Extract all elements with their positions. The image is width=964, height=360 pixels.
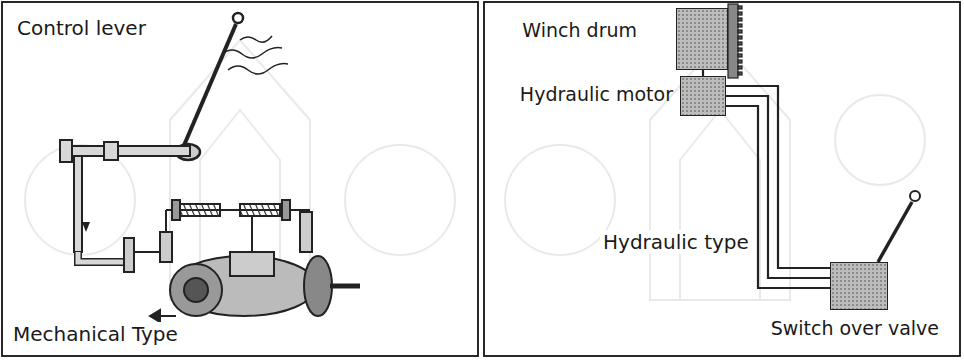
hydraulic-motor: Hydraulic motor: [680, 76, 726, 116]
gear-tooth: [738, 54, 742, 57]
gear-tooth: [738, 18, 742, 21]
gear: [728, 4, 742, 78]
gear-tooth: [738, 12, 742, 15]
transmission-assembly: [124, 200, 360, 322]
gear-tooth: [738, 6, 742, 9]
node-label: Winch drum: [522, 19, 637, 41]
panel-title: Hydraulic type: [600, 230, 752, 254]
gear-tooth: [738, 36, 742, 39]
gear-tooth: [738, 42, 742, 45]
gear-tooth: [738, 30, 742, 33]
part-name: Control lever: [14, 16, 149, 40]
switch-over-valve: Switch over valve: [830, 262, 888, 310]
winch-drum: Winch drum: [676, 8, 728, 70]
gear-tooth: [738, 48, 742, 51]
gear-tooth: [738, 24, 742, 27]
hydraulic-pipe: [726, 86, 830, 288]
watermark: [25, 40, 925, 300]
control-lever: [176, 13, 288, 160]
node-label: Hydraulic motor: [520, 83, 673, 105]
connector-line: [726, 106, 830, 288]
panel-frame: [484, 2, 960, 356]
panel-title: Mechanical Type: [10, 322, 181, 346]
valve-lever: [878, 191, 920, 262]
gear-tooth: [738, 66, 742, 69]
panel-frame: [2, 2, 478, 356]
gear-tooth: [738, 72, 742, 75]
node-label: Switch over valve: [771, 317, 939, 339]
gear-tooth: [738, 60, 742, 63]
